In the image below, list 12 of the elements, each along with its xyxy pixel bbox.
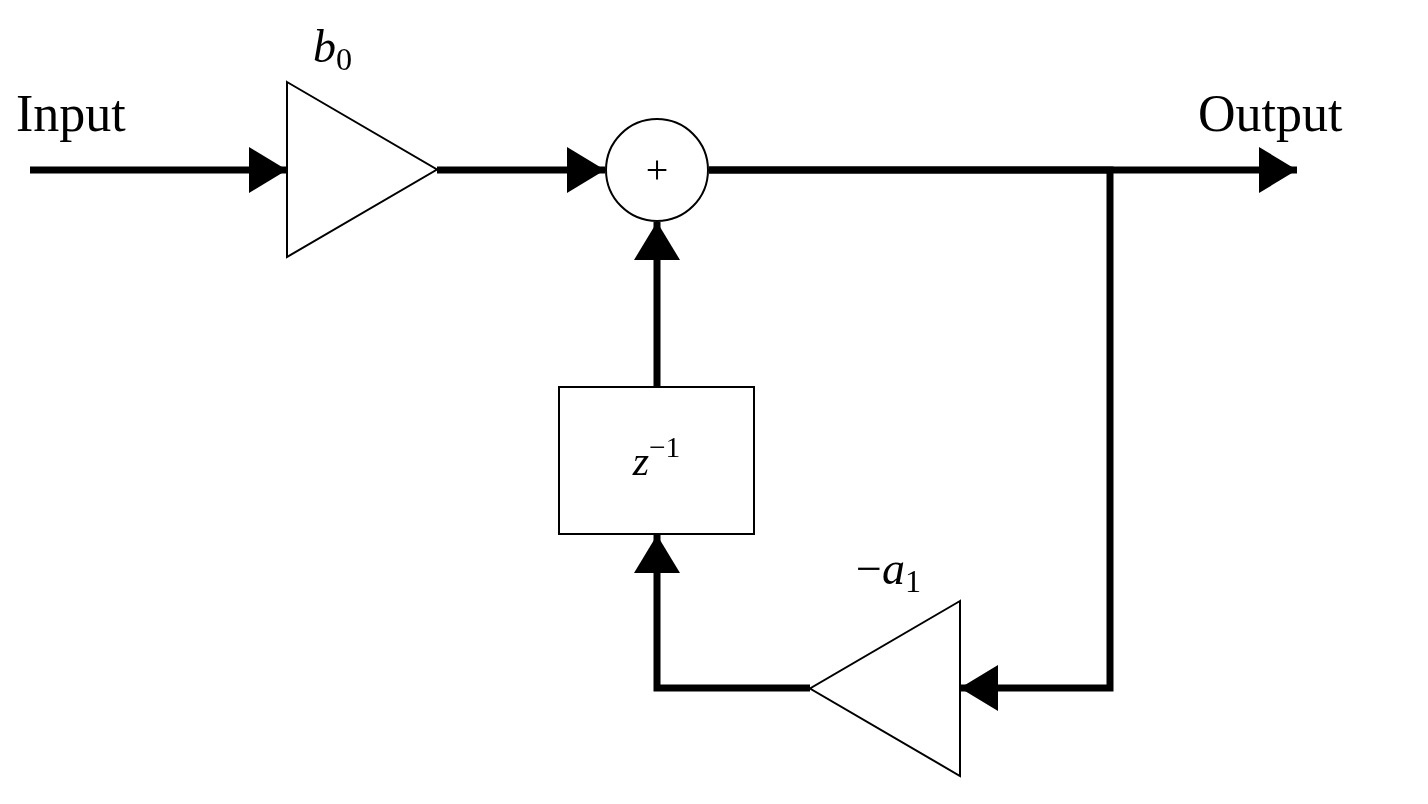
signal-label: Input <box>16 88 126 140</box>
plus-sign: + <box>645 150 669 190</box>
signal-arrow <box>634 535 810 692</box>
delay-box <box>558 386 755 535</box>
gain-label: b$_{0}$ <box>313 24 353 76</box>
signal-arrow <box>634 222 680 386</box>
delay-label: z$^{−1}$ <box>632 439 681 482</box>
signal-arrow <box>709 166 1114 711</box>
summing-junction <box>605 118 709 222</box>
signal-label: Output <box>1198 88 1343 140</box>
gain-label: −a$_{1}$ <box>856 546 922 598</box>
signal-arrow <box>437 147 605 193</box>
